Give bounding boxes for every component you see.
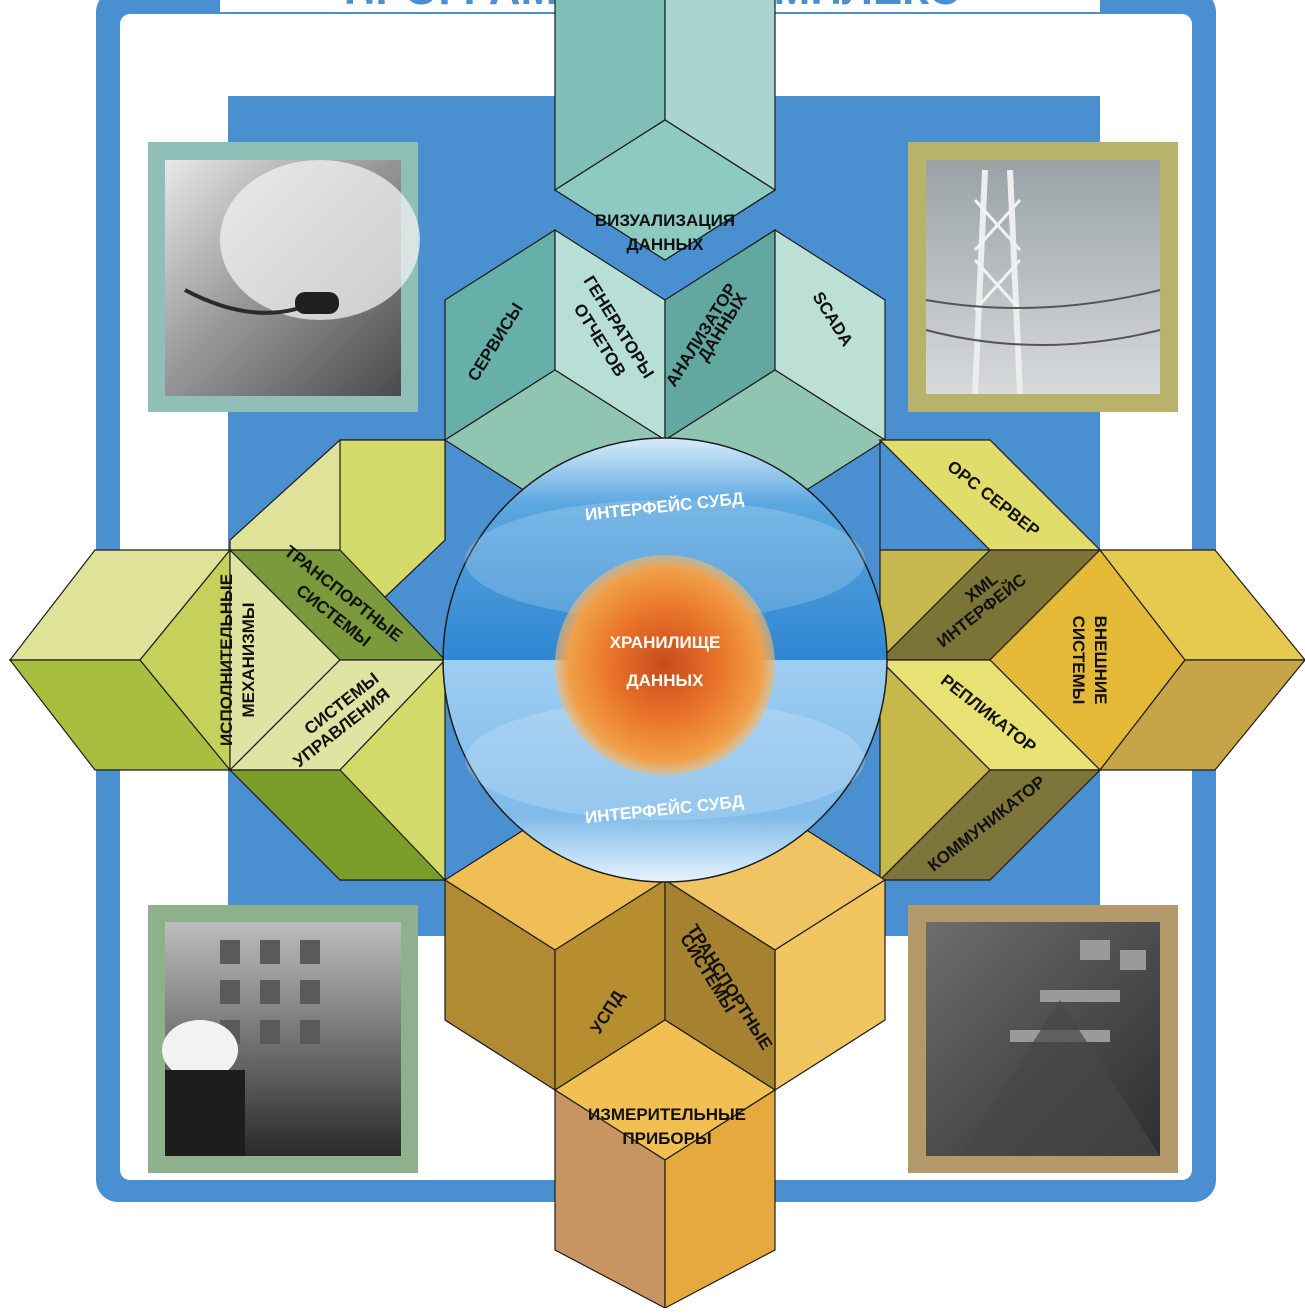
label-actuators-l1: ИСПОЛНИТЕЛЬНЫЕ (217, 574, 236, 746)
photo-top-left (148, 142, 420, 412)
label-external-l1: ВНЕШНИЕ (1091, 616, 1110, 705)
label-core-l2: ДАННЫХ (627, 671, 705, 690)
center-sphere (442, 437, 888, 883)
label-visualization-l1: ВИЗУАЛИЗАЦИЯ (595, 211, 735, 230)
label-measuring-l1: ИЗМЕРИТЕЛЬНЫЕ (588, 1105, 746, 1124)
label-actuators-l2: МЕХАНИЗМЫ (239, 602, 258, 717)
label-measuring-l2: ПРИБОРЫ (622, 1129, 711, 1148)
right-cluster (878, 439, 1305, 882)
data-store-core (555, 555, 775, 775)
photo-top-right (908, 142, 1178, 412)
label-visualization-l2: ДАННЫХ (627, 235, 705, 254)
label-core-l1: ХРАНИЛИЩЕ (610, 633, 721, 652)
label-external-l2: СИСТЕМЫ (1069, 616, 1088, 705)
photo-bottom-left (148, 905, 418, 1173)
left-cluster (8, 439, 447, 881)
photo-bottom-right (908, 905, 1178, 1173)
